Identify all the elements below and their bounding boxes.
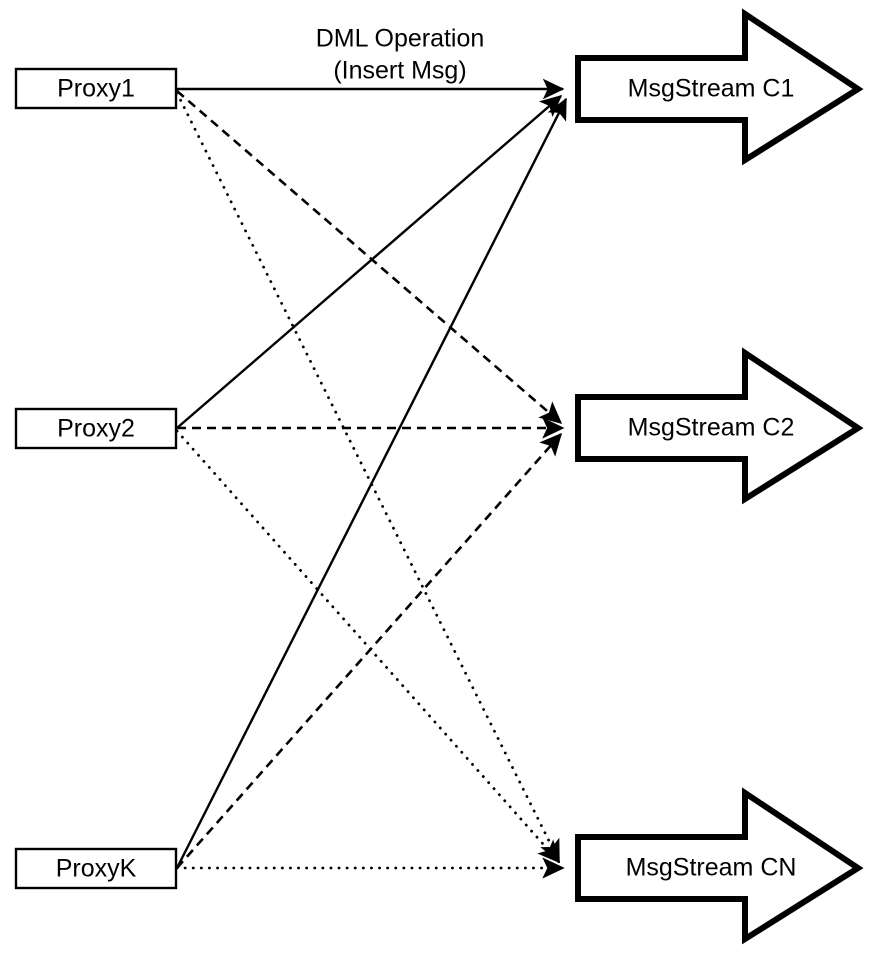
- edge-group-proxy1: [175, 78, 565, 863]
- proxy2-label: Proxy2: [57, 415, 135, 443]
- annotation-dml-operation: DML Operation (Insert Msg): [316, 25, 485, 85]
- msgstream-node-c1[interactable]: MsgStream C1: [575, 8, 864, 166]
- proxy-node-proxyk[interactable]: ProxyK: [14, 847, 178, 890]
- proxy-node-proxy2[interactable]: Proxy2: [14, 407, 178, 450]
- proxy-node-proxy1[interactable]: Proxy1: [14, 67, 178, 110]
- proxyk-label: ProxyK: [56, 855, 137, 883]
- edge-group-proxyk: [175, 97, 568, 879]
- edge-proxy1-to-msgstream-c2: [176, 90, 563, 425]
- edge-proxy1-to-msgstream-cn: [175, 91, 561, 863]
- msgstream-c1-label: MsgStream C1: [628, 75, 795, 103]
- annotation-line-2: (Insert Msg): [333, 57, 466, 85]
- msgstream-c2-label: MsgStream C2: [628, 414, 795, 442]
- proxyk-box[interactable]: [14, 847, 178, 890]
- edge-proxy2-to-msgstream-c1: [176, 95, 563, 429]
- edge-group-proxy2: [175, 95, 565, 864]
- msgstream-node-cn[interactable]: MsgStream CN: [575, 787, 864, 945]
- edge-proxyk-to-msgstream-c2: [176, 432, 563, 869]
- msgstream-cn-arrow-shape[interactable]: [575, 787, 864, 945]
- proxy1-label: Proxy1: [57, 75, 135, 103]
- proxy2-box[interactable]: [14, 407, 178, 450]
- annotation-line-1: DML Operation: [316, 25, 485, 53]
- msgstream-node-c2[interactable]: MsgStream C2: [575, 347, 864, 505]
- msgstream-c2-arrow-shape[interactable]: [575, 347, 864, 505]
- edge-proxyk-to-msgstream-c1: [175, 97, 568, 869]
- msgstream-cn-label: MsgStream CN: [626, 854, 797, 882]
- msgstream-c1-arrow-shape[interactable]: [575, 8, 864, 166]
- edge-proxy2-to-msgstream-cn: [175, 429, 561, 864]
- proxy1-box[interactable]: [14, 67, 178, 110]
